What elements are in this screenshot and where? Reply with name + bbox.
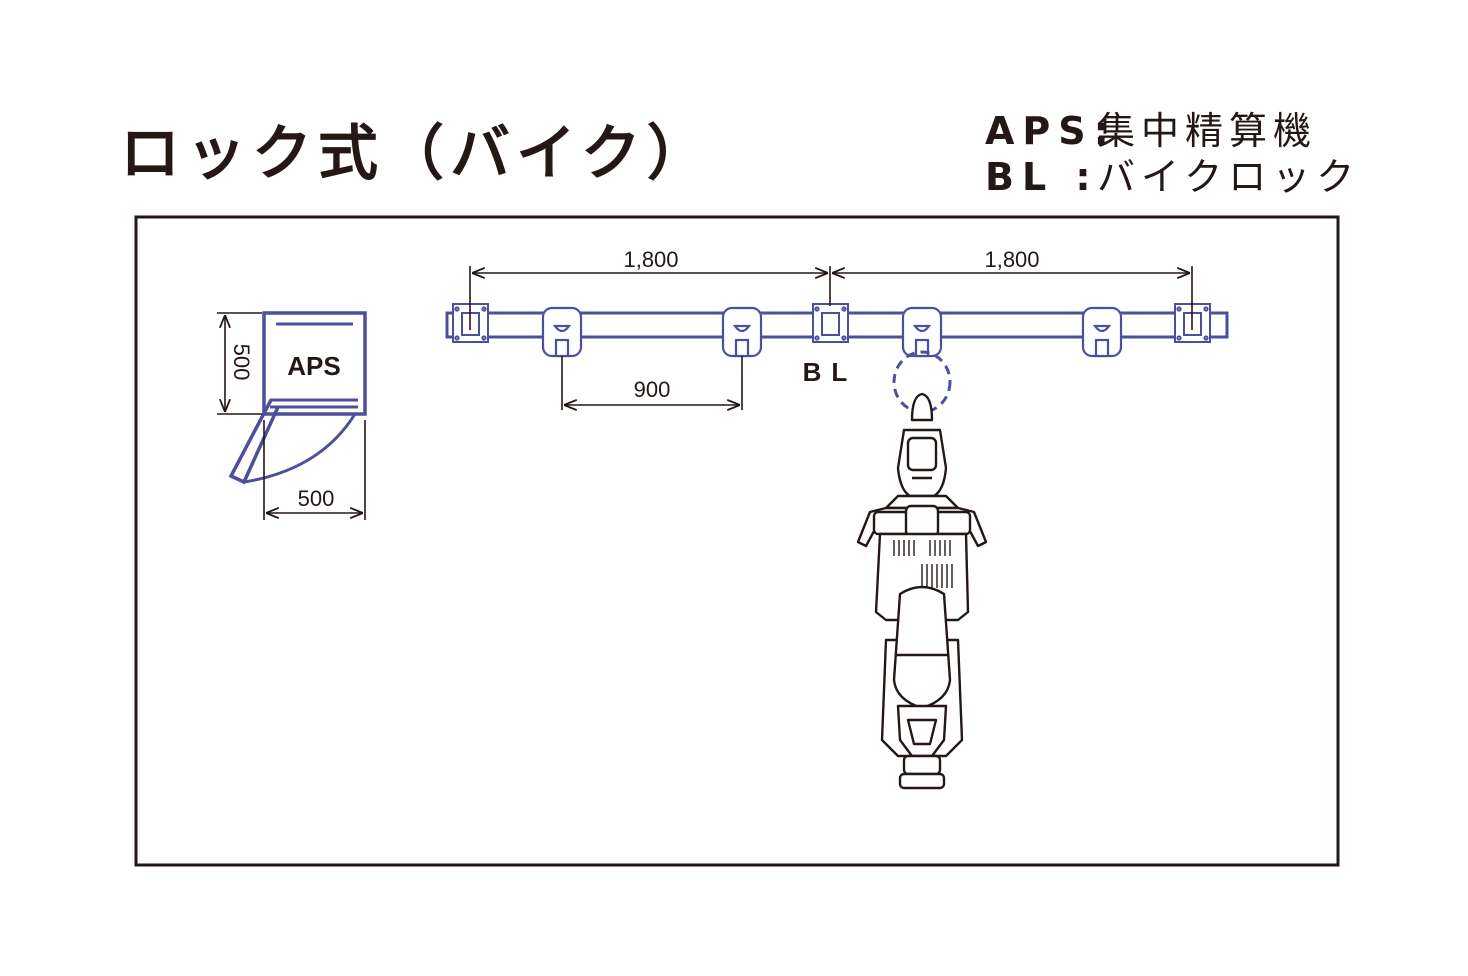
aps-depth-dimension [217,312,262,415]
motorcycle-icon [856,392,988,790]
legend-value-bl: バイクロック [1097,155,1361,199]
legend-row-aps: APS: 集中精算機 [985,108,1360,154]
bike-lock-1 [541,306,583,358]
bike-lock-2 [721,306,763,358]
aps-label: APS [287,351,340,381]
legend-row-bl: BL : バイクロック [985,154,1360,200]
aps-depth-label: 500 [229,344,254,381]
aps-unit [228,311,367,485]
rail-post-center [812,303,849,343]
bl-label: BL [803,357,858,387]
legend: APS: 集中精算機 BL : バイクロック [985,108,1360,200]
span-right-label: 1,800 [984,247,1039,272]
aps-width-label: 500 [298,486,335,511]
span-dimension [469,266,1193,330]
lock-pitch-dimension [561,356,743,410]
plan-frame [134,215,1340,867]
bike-lock-4 [1081,306,1123,358]
legend-key-bl: BL : [985,155,1099,199]
aps-width-dimension [263,420,366,520]
span-left-label: 1,800 [623,247,678,272]
page-title: ロック式（バイク） [120,119,713,189]
legend-value-aps: 集中精算機 [1097,109,1318,153]
lock-pitch-label: 900 [634,377,671,402]
bike-lock-3 [901,306,943,358]
legend-key-aps: APS: [985,109,1117,153]
